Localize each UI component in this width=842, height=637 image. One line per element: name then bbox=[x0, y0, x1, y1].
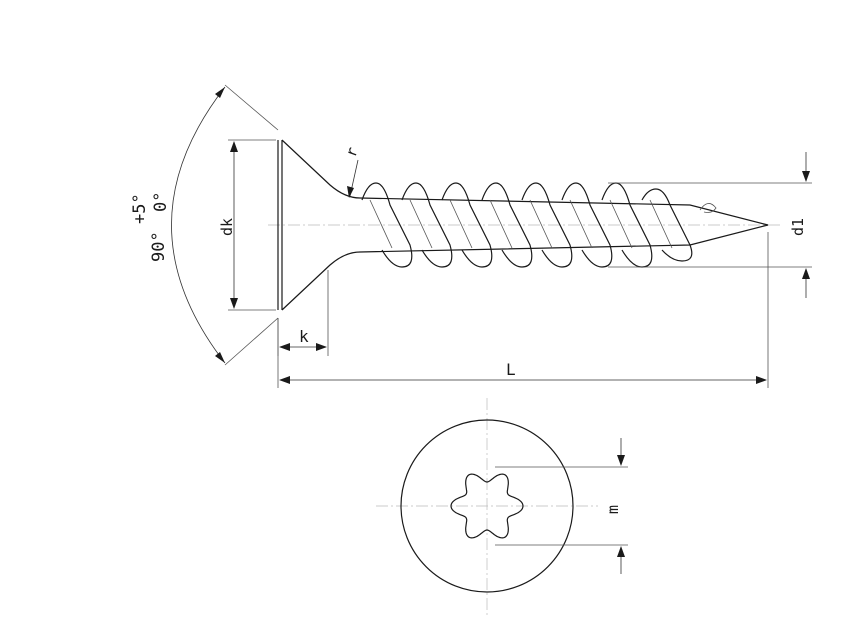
dk-dimension: dk bbox=[218, 139, 276, 311]
thread-root bbox=[649, 199, 673, 249]
L-label: L bbox=[506, 360, 516, 379]
head-outline-circle bbox=[400, 419, 574, 593]
torx-drive-icon bbox=[450, 473, 524, 539]
d1-dimension: d1 bbox=[608, 152, 812, 298]
thread-flight bbox=[601, 182, 653, 268]
thread-root bbox=[529, 199, 553, 249]
thread-flight bbox=[401, 182, 453, 268]
tolerance-lower-label: 0° bbox=[151, 192, 171, 212]
r-label: r bbox=[342, 145, 362, 160]
thread-root bbox=[569, 199, 593, 249]
thread-flight bbox=[481, 182, 533, 268]
thread-root bbox=[409, 199, 433, 249]
m-label: m bbox=[604, 505, 622, 514]
screw-side-view bbox=[268, 139, 780, 311]
screw-head bbox=[277, 139, 361, 311]
tip-curl bbox=[699, 203, 717, 213]
screw-threads bbox=[361, 182, 693, 268]
tolerance-upper-label: +5° bbox=[130, 193, 150, 224]
k-label: k bbox=[299, 327, 309, 346]
thread-flight bbox=[361, 182, 413, 268]
r-dimension: r bbox=[342, 145, 362, 198]
d1-label: d1 bbox=[789, 218, 807, 236]
L-dimension: L bbox=[277, 232, 769, 388]
thread-root bbox=[449, 199, 473, 249]
thread-flight bbox=[561, 182, 613, 268]
k-dimension: k bbox=[277, 270, 329, 356]
thread-flight bbox=[521, 182, 573, 268]
thread-root bbox=[609, 199, 633, 249]
dk-label: dk bbox=[218, 218, 236, 236]
m-dimension: m bbox=[495, 438, 628, 574]
thread-root bbox=[369, 199, 393, 249]
thread-flight bbox=[641, 188, 693, 262]
screw-top-view bbox=[376, 398, 598, 616]
angle-dimension: 90° +5° 0° bbox=[130, 84, 279, 366]
thread-flight bbox=[441, 182, 493, 268]
thread-root bbox=[489, 199, 513, 249]
screw-shank bbox=[359, 197, 769, 253]
angle-label: 90° bbox=[149, 231, 169, 262]
